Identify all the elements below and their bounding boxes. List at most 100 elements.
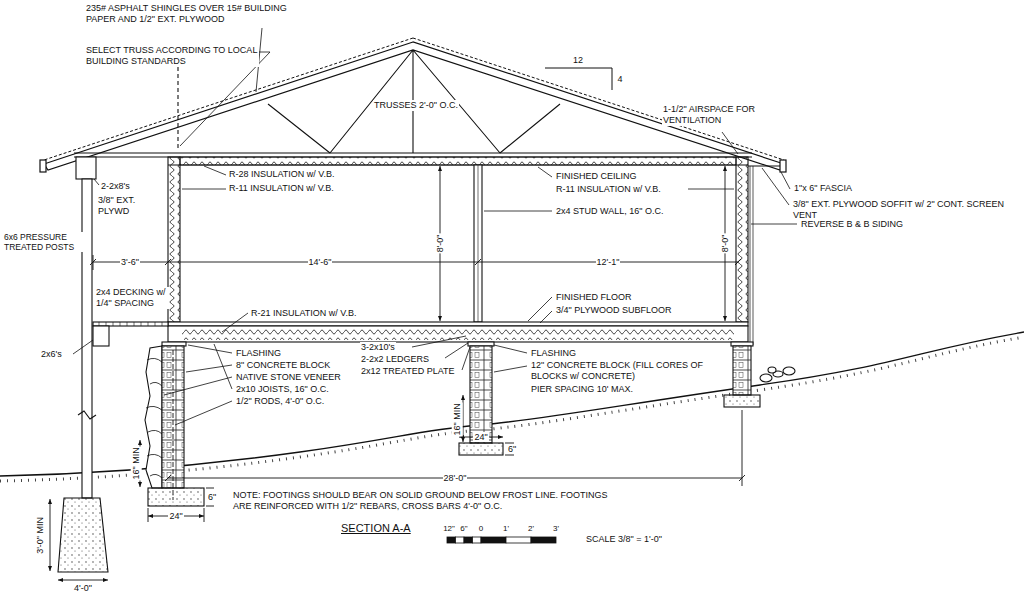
callout-label: FINISHED CEILING: [555, 171, 638, 182]
leader-line: [538, 167, 552, 177]
callout-label: 2-2x8's: [100, 181, 131, 192]
left-foundation: [145, 346, 162, 488]
porch: [78, 411, 96, 419]
scale-label: 2': [527, 524, 535, 534]
center-pier: [459, 346, 503, 455]
leader-line: [214, 344, 232, 389]
dimension-label: 3'-0" MIN: [35, 516, 46, 555]
dimension-label: 28'-0": [443, 473, 468, 484]
callout-label: REVERSE B & B SIDING: [800, 219, 904, 230]
leader-line: [94, 179, 99, 185]
slope-symbol: [545, 68, 612, 90]
dimension-label: 8'-0": [435, 233, 446, 253]
callout-label: R-28 INSULATION w/ V.B.: [228, 169, 336, 180]
walls: [750, 166, 753, 345]
scale-label: 3': [552, 524, 560, 534]
callout-label: FLASHING: [235, 348, 282, 359]
callout-label: 2x10 JOISTS, 16" O.C.: [235, 384, 330, 395]
callout-label: 3-2x10's: [360, 342, 396, 353]
leader-line: [484, 211, 552, 212]
ceiling-insulation: [180, 157, 736, 165]
dimension-line: [50, 166, 745, 580]
scale-label: 0: [478, 524, 484, 534]
callout-label: 2x4 DECKING w/ 1/4" SPACING: [95, 287, 169, 309]
leader-line: [494, 366, 527, 372]
slope-symbol: [545, 68, 612, 90]
floor: [182, 328, 734, 340]
left-foundation: [145, 346, 204, 506]
ceiling-insulation: [168, 164, 748, 165]
scale-bar: [531, 537, 556, 543]
callout-label: 2x12 TREATED PLATE: [360, 366, 456, 377]
truss: [268, 50, 560, 153]
note-text: NOTE: FOOTINGS SHOULD BEAR ON SOLID GROU…: [232, 490, 614, 512]
scale-bar: [473, 537, 482, 543]
dimension-label: 8'-0": [720, 233, 731, 253]
scale-label: 1': [502, 524, 510, 534]
callout-label: 3/4" PLYWOOD SUBFLOOR: [555, 305, 673, 316]
dimension-label: 4'-0": [73, 583, 93, 594]
callout-label: TRUSSES 2'-0" O.C.: [373, 100, 459, 111]
walls: [168, 157, 180, 322]
right-pier: [724, 395, 760, 407]
left-foundation: [173, 350, 174, 500]
dimension-label: 6": [207, 492, 217, 503]
leader-line: [494, 345, 527, 353]
leader-line: [781, 172, 790, 189]
dimension-line: [90, 259, 741, 265]
dimension-label: 16" MIN: [131, 446, 142, 480]
leader-line: [751, 224, 797, 225]
center-pier: [459, 443, 503, 455]
scale-bar: [447, 537, 456, 543]
dimension-label: 12'-1": [596, 257, 621, 268]
floor: [731, 342, 753, 346]
dimension-label: 16" MIN: [452, 402, 463, 436]
dimension-line: [93, 255, 94, 270]
callout-label: 6x6 PRESSURE TREATED POSTS: [3, 232, 83, 252]
porch: [58, 498, 108, 572]
roof: [780, 160, 786, 172]
porch: [93, 326, 109, 346]
right-pier: [783, 367, 795, 375]
left-foundation: [146, 358, 162, 478]
callout-label: 3/8" EXT. PLYWD: [97, 195, 165, 217]
slope-label: 12: [572, 55, 584, 66]
leader-line: [164, 377, 232, 395]
callout-label: 3/8" EXT. PLYWOOD SOFFIT w/ 2" CONT. SCR…: [792, 199, 1019, 221]
floor: [168, 326, 748, 342]
callout-label: 2x4 STUD WALL, 16" O.C.: [555, 206, 664, 217]
porch: [99, 322, 162, 326]
leader-line: [222, 313, 248, 332]
scale-bar: [481, 537, 506, 543]
truss: [177, 60, 178, 150]
leader-line: [528, 297, 552, 321]
walls: [736, 157, 748, 322]
dimension-label: 24": [473, 432, 488, 443]
callout-label: R-11 INSULATION w/ V.B.: [228, 183, 335, 194]
scale-bar: [447, 537, 556, 543]
porch: [93, 322, 168, 326]
callout-label: NATIVE STONE VENEER: [235, 372, 342, 383]
floor: [468, 342, 494, 346]
callout-label: 2-2x2 LEDGERS: [360, 354, 430, 365]
porch: [76, 157, 96, 179]
leader-line: [188, 345, 232, 353]
callout-label: 1"x 6" FASCIA: [793, 183, 853, 194]
scale-bar: [456, 537, 465, 543]
dimension-line: [50, 499, 51, 571]
callout-label: 235# ASPHALT SHINGLES OVER 15# BUILDING …: [85, 3, 305, 25]
callout-label: PIER SPACING 10' MAX.: [530, 384, 634, 395]
slope-label: 4: [616, 74, 623, 85]
walls: [474, 165, 482, 322]
leader-line: [73, 28, 797, 425]
dimension-line: [58, 580, 108, 581]
dimension-label: 6": [507, 444, 517, 455]
leader-line: [540, 311, 552, 323]
callout-label: FINISHED FLOOR: [555, 292, 633, 303]
scale-label: 6": [459, 524, 468, 534]
roof: [44, 38, 784, 160]
dimension-label: 24": [168, 511, 183, 522]
scale-label: 12": [442, 524, 456, 534]
callout-label: 2x6's: [40, 349, 63, 360]
truss: [74, 153, 752, 157]
